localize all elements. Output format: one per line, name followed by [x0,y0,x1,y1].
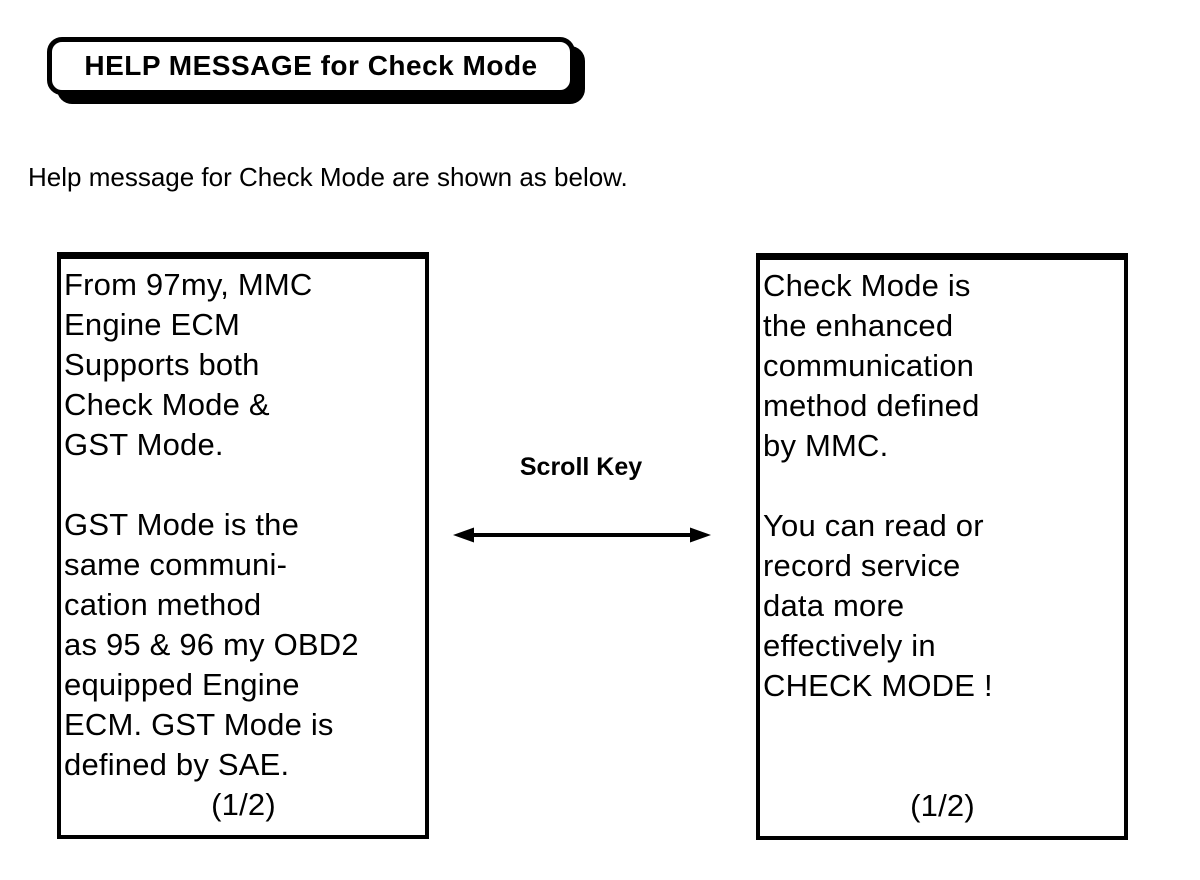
screen-text-line: GST Mode. [64,427,224,462]
double-arrow-icon [453,527,711,543]
screen-text-line: ECM. GST Mode is [64,707,334,742]
screen-text-line: communication [763,348,975,383]
screen-text-line: equipped Engine [64,667,300,702]
screen-text-line: the enhanced [763,308,954,343]
screen-text-line [64,465,423,505]
screen-text-line: Check Mode is [763,268,971,303]
screen-text-line: Supports both [64,347,260,382]
screen-text-line: Check Mode & [64,387,270,422]
screen-text-line: effectively in [763,628,936,663]
screen-text-line: method defined [763,388,980,423]
screen-text-line: You can read or [763,508,984,543]
page-indicator-left: (1/2) [211,787,276,822]
screen-text-line: CHECK MODE ! [763,668,993,703]
screen-text-line: data more [763,588,905,623]
screen-text-line: Engine ECM [64,307,241,342]
screen-text-line: defined by SAE. [64,747,290,782]
page-title: HELP MESSAGE for Check Mode [84,50,538,81]
screen-text-line: From 97my, MMC [64,267,313,302]
help-screen-right-text: Check Mode is the enhanced communication me… [763,266,1122,786]
screen-text-line [763,466,1122,506]
screen-text-line: GST Mode is the [64,507,300,542]
page-indicator-right: (1/2) [910,788,975,823]
screen-text-line: by MMC. [763,428,889,463]
scroll-key-label: Scroll Key [519,453,643,481]
screen-text-line [763,746,1122,786]
screen-text-line: as 95 & 96 my OBD2 [64,627,359,662]
scroll-key-callout: Scroll Key [450,452,712,482]
screen-text-line: same communi- [64,547,288,582]
help-message-title-box: HELP MESSAGE for Check Mode [47,37,575,95]
screen-text-line: cation method [64,587,262,622]
screen-text-line [763,706,1122,746]
page-subtitle: Help message for Check Mode are shown as… [28,162,628,192]
screen-text-line: record service [763,548,961,583]
help-screen-right: Check Mode is the enhanced communication me… [756,253,1128,840]
